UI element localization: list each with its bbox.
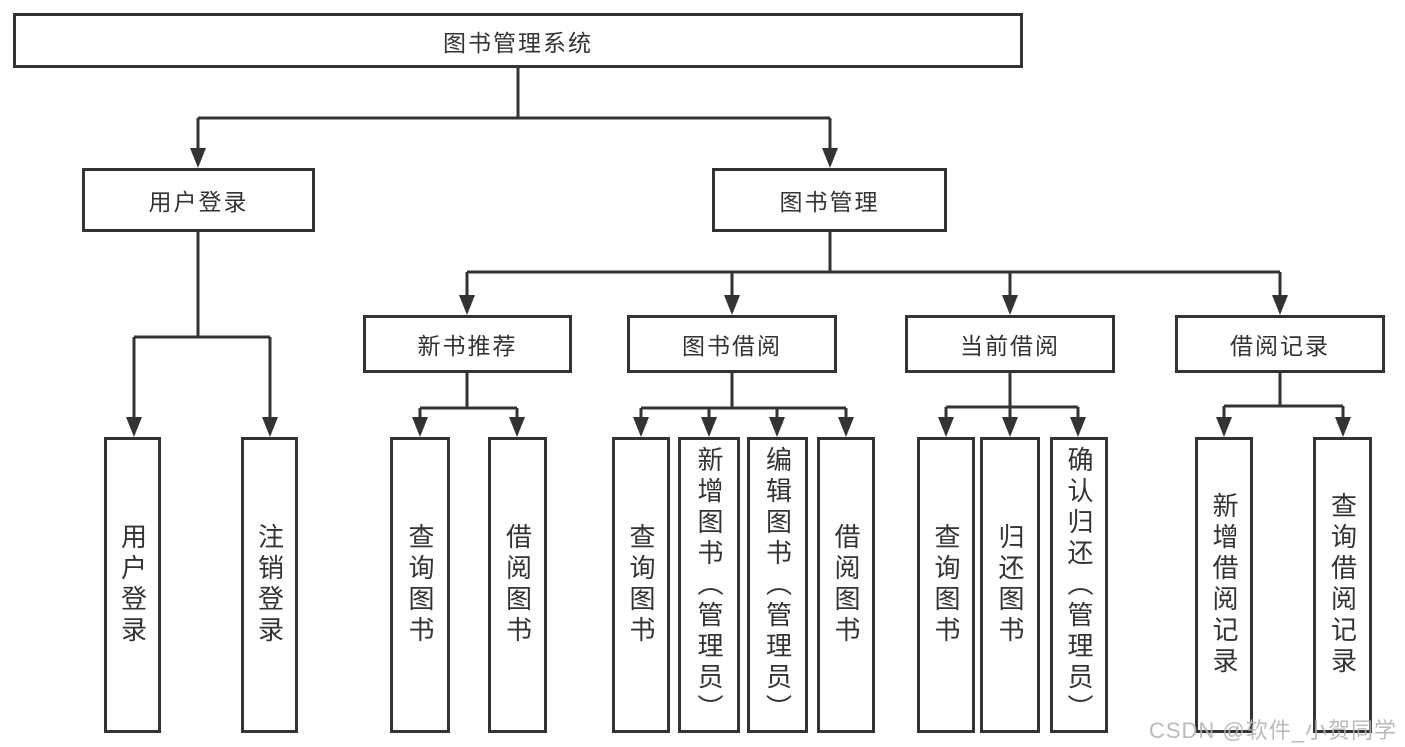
arrowhead (633, 417, 649, 437)
arrowhead (1002, 295, 1018, 315)
arrowhead (1070, 417, 1086, 437)
node-book-management-label: 图书管理 (779, 189, 880, 215)
leaf-add-borrow-record-label: 新增借阅记录 (1209, 492, 1239, 678)
connector-current-branch (944, 373, 1080, 420)
leaf-confirm-return-admin-label: 确认归还（管理员） (1064, 445, 1094, 725)
arrowhead (1335, 417, 1351, 437)
node-book-management: 图书管理 (712, 168, 947, 232)
leaf-add-borrow-record: 新增借阅记录 (1195, 437, 1253, 733)
leaf-logout-label: 注销登录 (254, 523, 285, 647)
arrowheads (126, 148, 1351, 437)
root-node-label: 图书管理系统 (443, 29, 593, 56)
leaf-return-books-label: 归还图书 (995, 523, 1025, 647)
leaf-recommend-query-books-label: 查询图书 (405, 523, 435, 647)
arrowhead (126, 417, 142, 437)
leaf-logout: 注销登录 (241, 437, 298, 733)
leaf-current-query-books-label: 查询图书 (931, 523, 961, 647)
connector-borrow-branch (639, 373, 848, 420)
node-current-borrow: 当前借阅 (905, 315, 1115, 373)
leaf-recommend-borrow-books: 借阅图书 (488, 437, 547, 733)
arrowhead (190, 148, 206, 168)
arrowhead (769, 417, 785, 437)
arrowhead (1002, 417, 1018, 437)
arrowhead (412, 417, 428, 437)
leaf-user-login-label: 用户登录 (117, 523, 148, 647)
node-current-borrow-label: 当前借阅 (960, 333, 1060, 359)
connector-recommend-branch (418, 373, 519, 420)
leaf-current-query-books: 查询图书 (917, 437, 975, 733)
leaf-edit-books-admin-label: 编辑图书（管理员） (762, 445, 793, 725)
leaf-return-books: 归还图书 (980, 437, 1040, 733)
arrowhead (459, 295, 475, 315)
leaf-query-borrow-record-label: 查询借阅记录 (1327, 492, 1358, 678)
leaf-add-books-admin-label: 新增图书（管理员） (694, 445, 724, 725)
root-node: 图书管理系统 (13, 13, 1023, 68)
leaf-borrow-query-books: 查询图书 (612, 437, 670, 733)
leaf-borrow-books-label: 借阅图书 (831, 523, 861, 647)
arrowhead (822, 148, 838, 168)
arrowhead (938, 417, 954, 437)
node-new-book-recommend: 新书推荐 (363, 315, 572, 373)
leaf-borrow-query-books-label: 查询图书 (626, 523, 656, 647)
connector-book-mgmt-branch (465, 232, 1282, 298)
leaf-user-login: 用户登录 (104, 437, 161, 733)
leaf-recommend-query-books: 查询图书 (390, 437, 450, 733)
connector-root-to-level2 (196, 68, 832, 150)
node-book-borrow: 图书借阅 (627, 315, 837, 373)
node-borrow-records: 借阅记录 (1175, 315, 1385, 373)
leaf-query-borrow-record: 查询借阅记录 (1313, 437, 1372, 733)
arrowhead (509, 417, 525, 437)
leaf-confirm-return-admin: 确认归还（管理员） (1050, 437, 1108, 733)
leaf-borrow-books: 借阅图书 (817, 437, 875, 733)
arrowhead (1272, 295, 1288, 315)
leaf-recommend-borrow-books-label: 借阅图书 (502, 523, 533, 647)
leaf-add-books-admin: 新增图书（管理员） (678, 437, 740, 733)
arrowhead (838, 417, 854, 437)
node-book-borrow-label: 图书借阅 (682, 333, 782, 359)
arrowhead (724, 295, 740, 315)
connector-user-login-branch (132, 232, 272, 419)
node-user-login: 用户登录 (82, 168, 315, 232)
node-borrow-records-label: 借阅记录 (1230, 333, 1330, 359)
leaf-edit-books-admin: 编辑图书（管理员） (747, 437, 808, 733)
arrowhead (1216, 417, 1232, 437)
node-user-login-label: 用户登录 (148, 189, 249, 215)
arrowhead (701, 417, 717, 437)
arrowhead (262, 417, 278, 437)
csdn-watermark: CSDN @软件_小贺同学 (1148, 718, 1397, 743)
node-new-book-recommend-label: 新书推荐 (417, 333, 518, 359)
connector-records-branch (1222, 373, 1345, 420)
